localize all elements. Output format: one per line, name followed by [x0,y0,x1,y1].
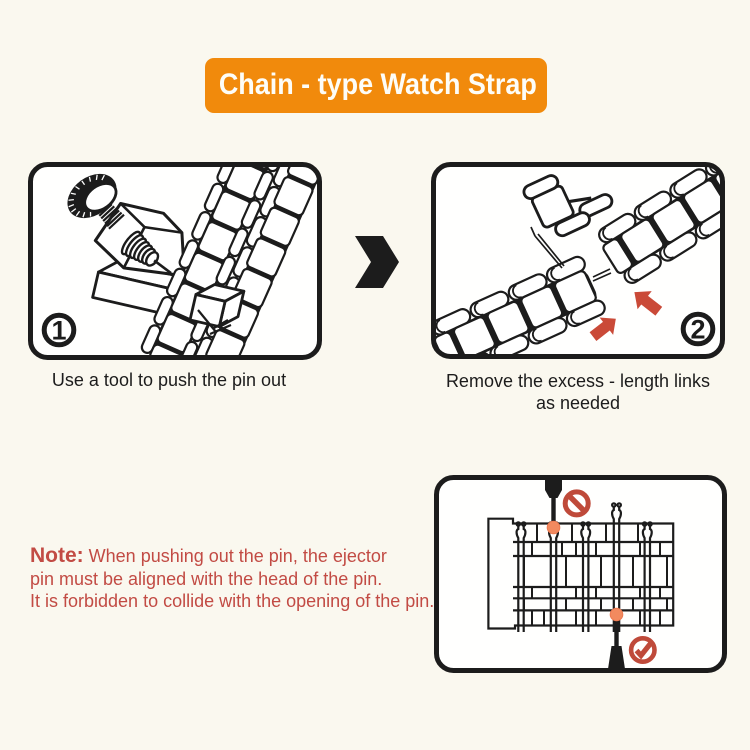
svg-text:1: 1 [51,316,66,346]
svg-text:2: 2 [690,315,705,345]
